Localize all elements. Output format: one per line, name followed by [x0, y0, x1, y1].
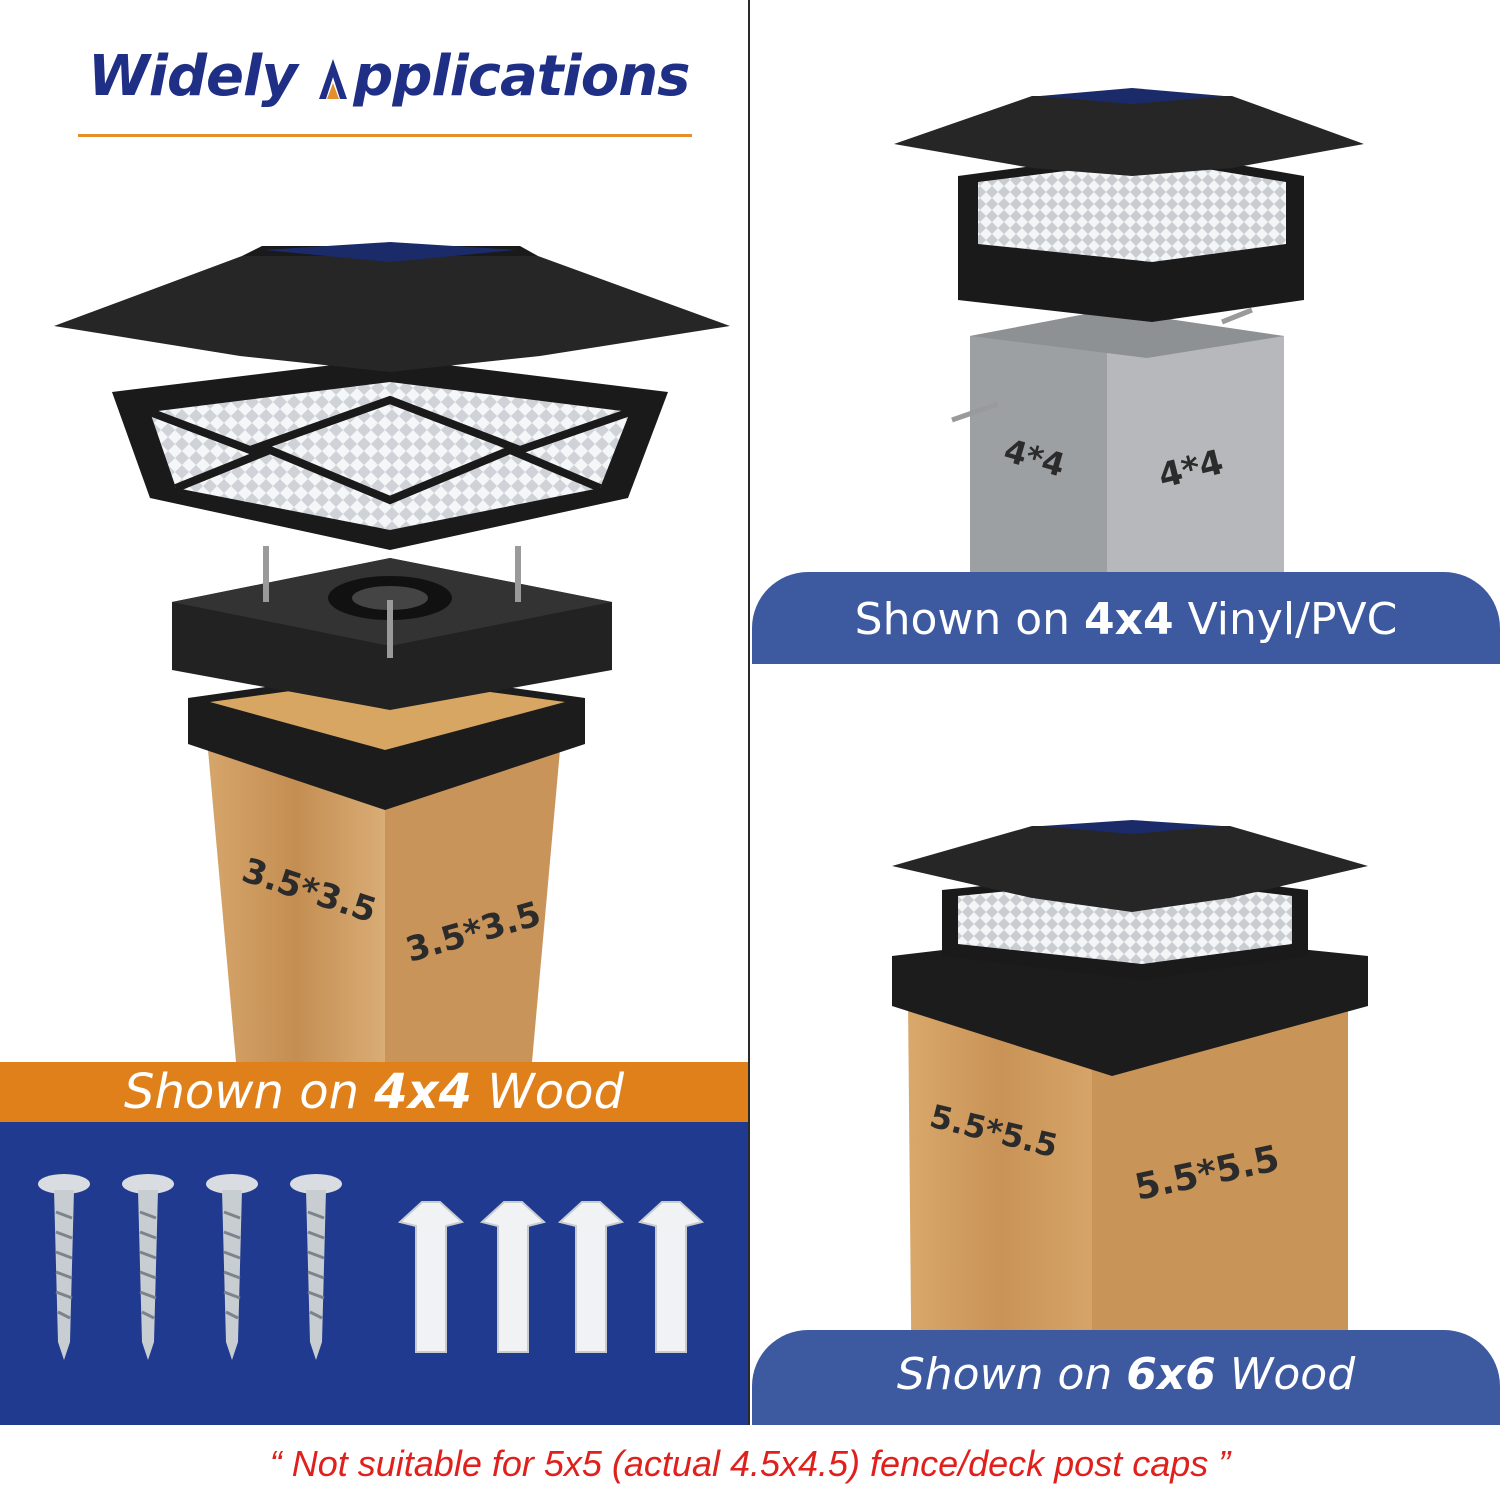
page-title: Widely pplications — [88, 44, 708, 124]
lantern-body-small — [958, 150, 1304, 322]
panel-divider — [748, 0, 750, 1425]
wood-post-6x6 — [908, 1000, 1348, 1425]
wall-anchor-icon — [479, 1201, 547, 1353]
wood-post — [208, 750, 560, 1062]
caption-r2-prefix: Shown on — [896, 1349, 1127, 1400]
lantern-roof-6x6 — [892, 820, 1368, 912]
screw-icon-group — [38, 1174, 342, 1360]
screw-icon — [290, 1174, 342, 1360]
lantern-roof-small — [894, 88, 1364, 176]
screw-icon — [122, 1174, 174, 1360]
screw-icon — [38, 1174, 90, 1360]
pvc-post-screw — [951, 307, 1253, 423]
screw-icon — [206, 1174, 258, 1360]
lantern-body — [112, 358, 668, 550]
mount-screws — [263, 546, 521, 658]
caption-left-prefix: Shown on — [124, 1064, 375, 1120]
caption-r1-suffix: Vinyl/PVC — [1173, 594, 1398, 645]
left-product-illustration: 3.5*3.5 3.5*3.5 — [54, 242, 730, 1062]
wall-anchor-icon — [637, 1201, 705, 1353]
wall-anchor-icon — [397, 1201, 465, 1353]
caption-left-bold: 4x4 — [374, 1064, 473, 1120]
solar-panel-icon — [1042, 820, 1222, 834]
caption-4x4-wood: Shown on 4x4 Wood — [0, 1062, 748, 1122]
title-word-widely: Widely — [88, 44, 316, 109]
solar-panel-icon — [264, 242, 516, 262]
post-cap-base-sleeve — [188, 670, 585, 810]
wall-anchor-icon — [557, 1201, 625, 1353]
hardware-panel — [0, 1122, 748, 1425]
caption-r2-bold: 6x6 — [1126, 1349, 1216, 1400]
post-cap-sleeve-6x6 — [892, 930, 1368, 1076]
title-word-applications-rest: pplications — [353, 44, 690, 109]
right-bottom-product-illustration: 5.5*5.5 5.5*5.5 — [892, 820, 1368, 1425]
compatibility-warning: “ Not suitable for 5x5 (actual 4.5x4.5) … — [269, 1443, 1231, 1484]
pvc-post — [970, 310, 1284, 580]
wall-anchor-icon-group — [397, 1201, 705, 1353]
caption-r1-bold: 4x4 — [1084, 594, 1174, 645]
title-word-applications: pplications — [315, 44, 690, 109]
caption-left-suffix: Wood — [472, 1064, 624, 1120]
right-top-product-illustration: 4*4 4*4 — [894, 88, 1364, 580]
lantern-roof — [54, 242, 730, 372]
title-accent-a-icon — [315, 48, 351, 99]
title-underline — [78, 134, 692, 137]
solar-panel-icon — [1040, 88, 1224, 104]
caption-r1-prefix: Shown on — [854, 594, 1085, 645]
caption-r2-suffix: Wood — [1215, 1349, 1356, 1400]
caption-6x6-wood: Shown on 6x6 Wood — [752, 1330, 1500, 1425]
caption-4x4-vinyl: Shown on 4x4 Vinyl/PVC — [752, 572, 1500, 664]
